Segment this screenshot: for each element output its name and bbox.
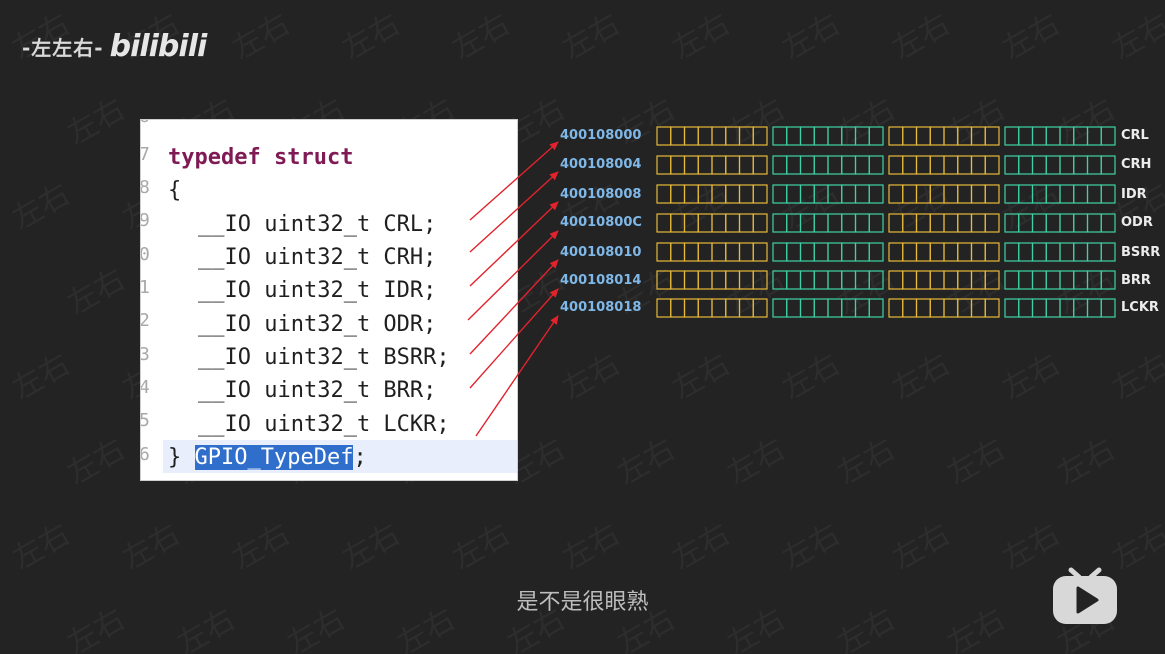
selected-type-name: GPIO_TypeDef: [194, 445, 354, 470]
line-number: 8: [140, 177, 150, 198]
keyword-struct: struct: [273, 145, 354, 170]
register-address: 400108010: [560, 245, 642, 260]
line-number: 2: [140, 310, 150, 331]
struct-member-crl: __IO uint32_t CRL;: [198, 212, 437, 237]
register-bit-cell: [984, 242, 1000, 262]
mapping-arrow: [469, 288, 559, 389]
register-bit-cell: [868, 184, 884, 204]
line-number: 4: [140, 377, 150, 398]
register-name: CRH: [1121, 157, 1152, 172]
register-address: 400108014: [560, 273, 642, 288]
register-address: 400108004: [560, 157, 642, 172]
code-line-close: } GPIO_TypeDef;: [168, 441, 367, 474]
line-number: 3: [140, 344, 150, 365]
mapping-arrow: [469, 201, 559, 287]
register-bit-cell: [984, 184, 1000, 204]
code-line-typedef: typedef struct: [168, 141, 353, 174]
register-bit-cell: [984, 213, 1000, 233]
register-address: 400108008: [560, 187, 642, 202]
register-bit-cell: [752, 213, 768, 233]
line-number: 1: [140, 277, 150, 298]
mapping-arrow: [469, 259, 559, 355]
register-bit-cell: [1100, 184, 1116, 204]
register-address: 400108018: [560, 300, 642, 315]
struct-member-odr: __IO uint32_t ODR;: [198, 312, 437, 337]
line-number: 7: [140, 144, 150, 165]
register-bit-cell: [868, 213, 884, 233]
register-name: IDR: [1121, 187, 1147, 202]
register-bit-cell: [752, 242, 768, 262]
struct-member-bsrr: __IO uint32_t BSRR;: [198, 345, 450, 370]
register-bit-cell: [868, 126, 884, 146]
register-bit-cell: [1100, 155, 1116, 175]
line-number: 9: [140, 210, 150, 231]
register-bit-cell: [1100, 213, 1116, 233]
video-subtitle: 是不是很眼熟: [516, 590, 649, 615]
register-name: LCKR: [1121, 300, 1159, 315]
struct-member-lckr: __IO uint32_t LCKR;: [198, 412, 450, 437]
bilibili-logo: bilibili: [109, 28, 208, 64]
code-line-open-brace: {: [168, 178, 182, 203]
struct-member-crh: __IO uint32_t CRH;: [198, 245, 437, 270]
register-name: CRL: [1121, 128, 1149, 143]
register-bit-cell: [1100, 298, 1116, 318]
struct-member-brr: __IO uint32_t BRR;: [198, 378, 437, 403]
register-name: BRR: [1121, 273, 1151, 288]
register-address: 40010800C: [560, 215, 642, 230]
register-bit-cell: [868, 298, 884, 318]
mapping-arrow: [469, 141, 559, 221]
line-number: 6: [141, 120, 155, 127]
register-bit-cell: [984, 298, 1000, 318]
register-name: ODR: [1121, 215, 1153, 230]
register-name: BSRR: [1121, 245, 1161, 260]
register-bit-cell: [1100, 126, 1116, 146]
struct-member-idr: __IO uint32_t IDR;: [198, 278, 437, 303]
line-number-gutter: 6 7 8 9 0 1 2 3 4 5 6: [141, 120, 163, 480]
code-editor-panel: 6 7 8 9 0 1 2 3 4 5 6 typedef struct { _…: [140, 119, 518, 481]
register-bit-cell: [868, 155, 884, 175]
register-bit-cell: [1100, 270, 1116, 290]
register-bit-cell: [752, 298, 768, 318]
close-brace: }: [168, 445, 182, 470]
register-bit-cell: [752, 126, 768, 146]
terminator: ;: [353, 445, 367, 470]
register-bit-cell: [984, 155, 1000, 175]
register-bit-cell: [752, 155, 768, 175]
keyword-typedef: typedef: [168, 145, 261, 170]
register-address: 400108000: [560, 128, 642, 143]
mapping-arrow: [469, 171, 559, 253]
play-button[interactable]: [1051, 566, 1119, 626]
play-icon: [1053, 567, 1117, 624]
mapping-arrow: [467, 230, 559, 321]
register-bit-cell: [1100, 242, 1116, 262]
register-bit-cell: [984, 126, 1000, 146]
line-number: 5: [140, 410, 150, 431]
channel-brand: -左左右- bilibili: [22, 28, 208, 64]
register-bit-cell: [752, 184, 768, 204]
register-bit-cell: [752, 270, 768, 290]
mapping-arrow: [475, 315, 559, 437]
channel-name: -左左右-: [22, 35, 104, 60]
register-bit-cell: [868, 270, 884, 290]
register-bit-cell: [984, 270, 1000, 290]
line-number: 6: [140, 444, 150, 465]
register-bit-cell: [868, 242, 884, 262]
line-number: 0: [140, 244, 150, 265]
